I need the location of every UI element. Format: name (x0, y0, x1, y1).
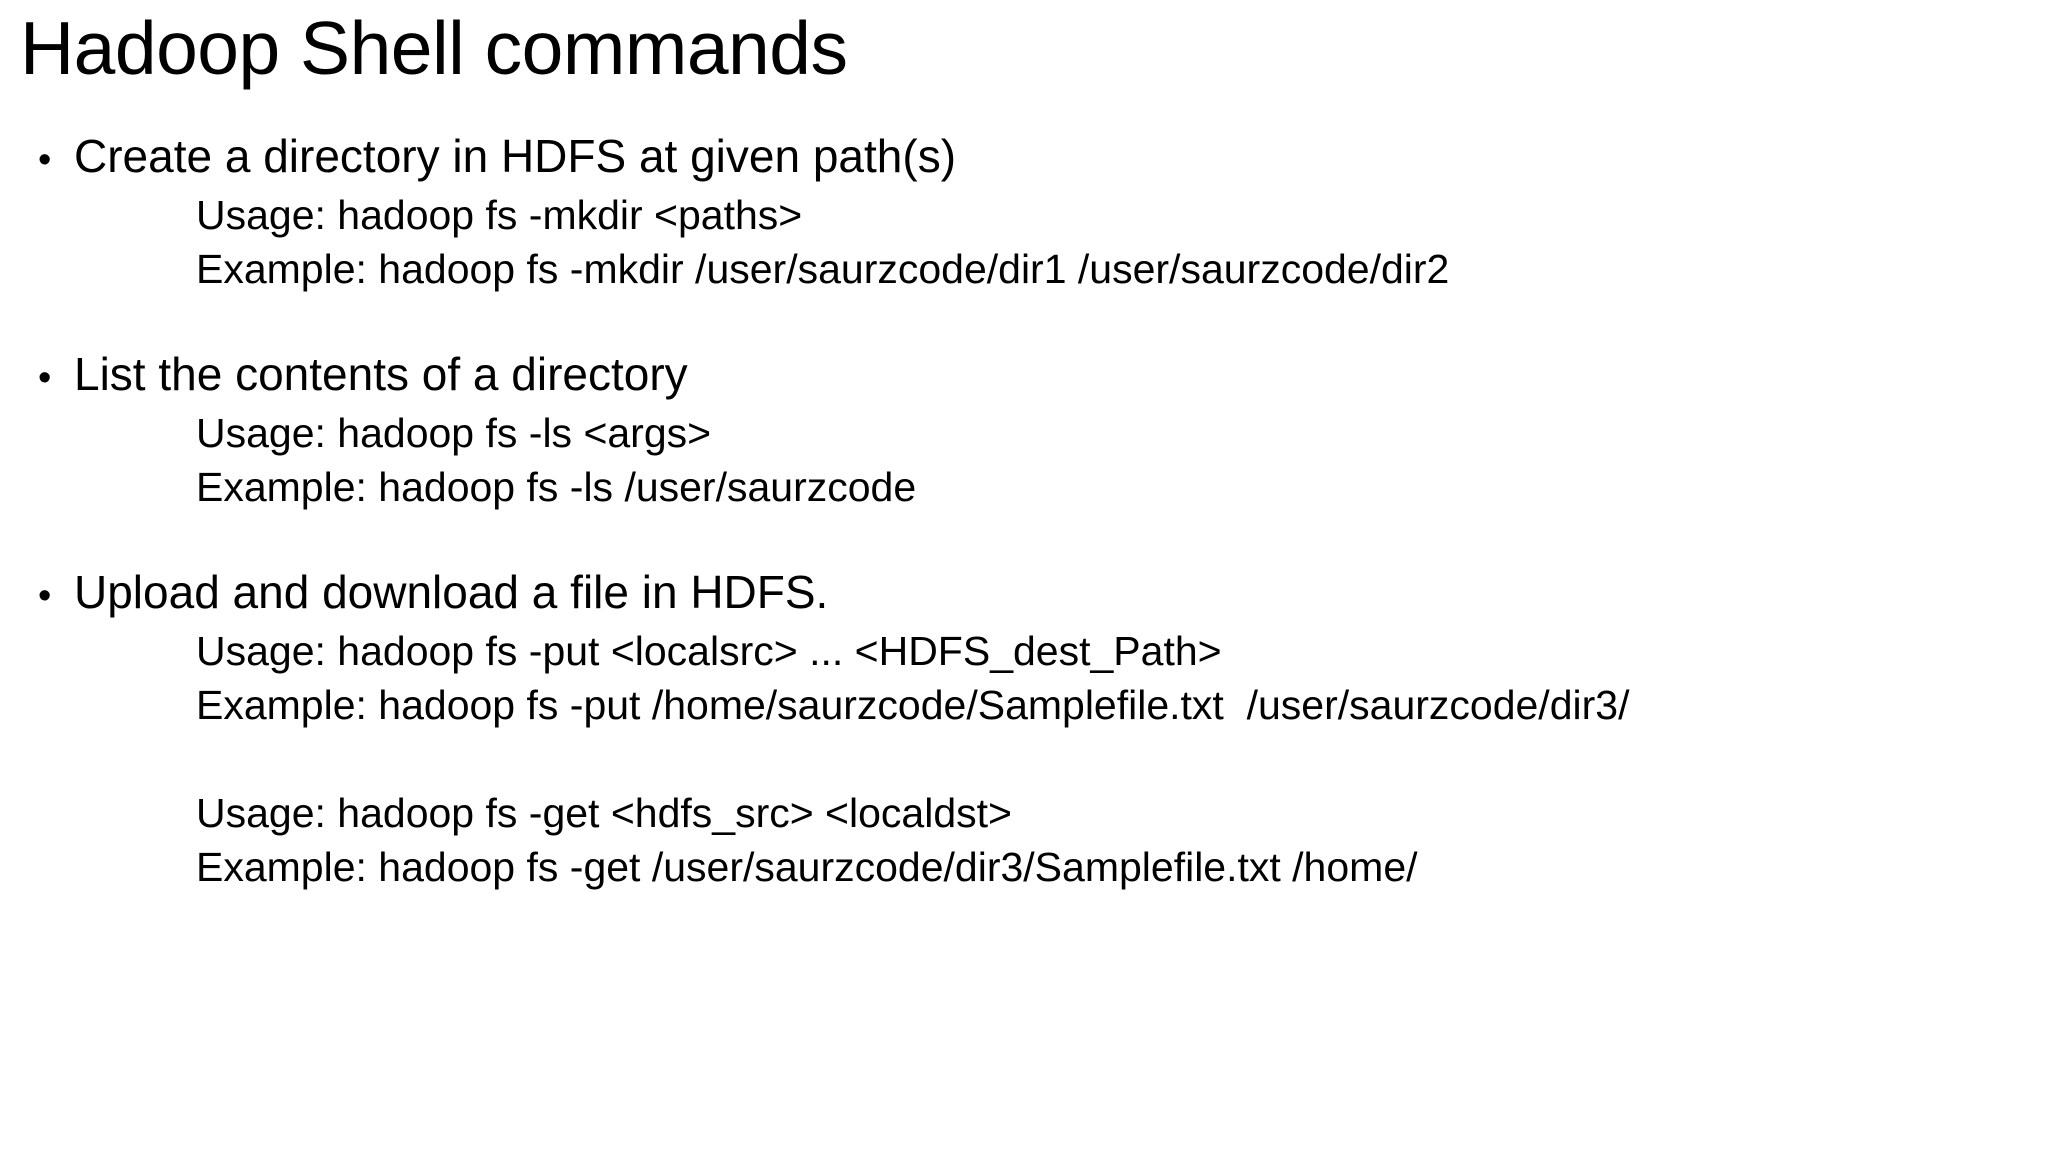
bullet-block: • Upload and download a file in HDFS. Us… (0, 564, 2048, 894)
usage-line: Usage: hadoop fs -get <hdfs_src> <locald… (196, 790, 1012, 836)
bullet-heading-label: Upload and download a file in HDFS. (74, 566, 829, 618)
block-separator (0, 296, 2048, 346)
blank-line (0, 732, 2048, 786)
bullet-heading: • Create a directory in HDFS at given pa… (0, 128, 2048, 188)
bullet-heading: • List the contents of a directory (0, 346, 2048, 406)
bullet-heading: • Upload and download a file in HDFS. (0, 564, 2048, 624)
usage-line: Usage: hadoop fs -put <localsrc> ... <HD… (196, 628, 1222, 674)
usage-line: Usage: hadoop fs -mkdir <paths> (196, 192, 803, 238)
example-line: Example: hadoop fs -ls /user/saurzcode (196, 464, 917, 510)
example-line: Example: hadoop fs -mkdir /user/saurzcod… (196, 246, 1450, 292)
slide-body: • Create a directory in HDFS at given pa… (0, 128, 2048, 894)
bullet-block: • List the contents of a directory Usage… (0, 346, 2048, 514)
block-separator (0, 514, 2048, 564)
usage-line: Usage: hadoop fs -ls <args> (196, 410, 712, 456)
bullet-block: • Create a directory in HDFS at given pa… (0, 128, 2048, 296)
bullet-point-icon: • (38, 357, 52, 399)
example-line: Example: hadoop fs -put /home/saurzcode/… (196, 682, 1630, 728)
bullet-heading-label: Create a directory in HDFS at given path… (74, 130, 957, 182)
bullet-heading-label: List the contents of a directory (74, 348, 688, 400)
bullet-point-icon: • (38, 575, 52, 617)
page-title: Hadoop Shell commands (20, 6, 848, 90)
example-line: Example: hadoop fs -get /user/saurzcode/… (196, 844, 1418, 890)
bullet-point-icon: • (38, 139, 52, 181)
